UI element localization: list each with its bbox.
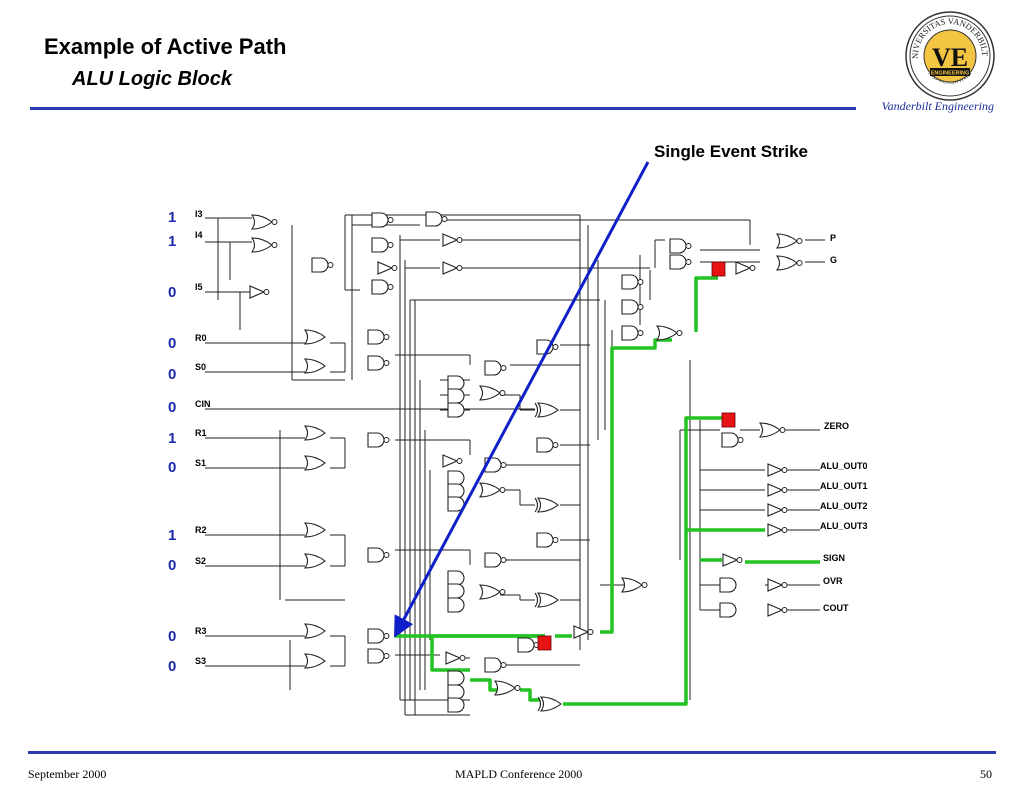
input-value: 0 — [168, 335, 177, 352]
svg-text:ENGINEERING: ENGINEERING — [931, 71, 970, 77]
input-label: S2 — [195, 556, 207, 566]
input-label: I5 — [195, 282, 203, 292]
input-value: 0 — [168, 628, 177, 645]
input-label: CIN — [195, 399, 211, 409]
brand-text: Vanderbilt Engineering — [881, 99, 994, 113]
university-seal-logo: UNIVERSITAS VANDERBILTIA MDCCCLXXIII VE … — [904, 10, 995, 101]
input-value: 1 — [168, 430, 177, 447]
input-value: 0 — [168, 658, 177, 675]
footer-conference: MAPLD Conference 2000 — [455, 767, 583, 781]
fault-marker — [711, 261, 726, 277]
active-path-highlight — [395, 276, 820, 706]
footer-divider — [28, 751, 996, 754]
input-label: S1 — [195, 458, 207, 468]
input-label: R2 — [195, 525, 207, 535]
slide-subtitle: ALU Logic Block — [72, 68, 233, 90]
strike-arrow — [394, 161, 650, 638]
footer-date: September 2000 — [28, 767, 107, 781]
output-label: P — [830, 233, 837, 243]
input-value: 1 — [168, 233, 177, 250]
input-label: S3 — [195, 656, 207, 666]
output-label: ZERO — [824, 421, 850, 431]
input-value: 0 — [168, 399, 177, 416]
input-label: S0 — [195, 362, 207, 372]
output-label: COUT — [823, 603, 849, 613]
input-label: R3 — [195, 626, 207, 636]
circuit-wires — [205, 214, 825, 716]
input-label: I3 — [195, 209, 203, 219]
output-label: G — [830, 255, 838, 265]
input-value: 0 — [168, 366, 177, 383]
input-value: 0 — [168, 459, 177, 476]
output-label: SIGN — [823, 553, 846, 563]
header-divider — [30, 107, 856, 110]
input-value: 1 — [168, 527, 177, 544]
fault-marker — [537, 635, 552, 651]
page-number: 50 — [980, 767, 992, 781]
input-label: I4 — [195, 230, 203, 240]
input-value: 0 — [168, 557, 177, 574]
strike-label: Single Event Strike — [654, 142, 808, 161]
svg-text:VE: VE — [932, 43, 968, 72]
output-label: ALU_OUT2 — [820, 501, 868, 511]
output-label: OVR — [823, 576, 843, 586]
slide-title: Example of Active Path — [44, 34, 287, 59]
output-label: ALU_OUT1 — [820, 481, 868, 491]
output-label: ALU_OUT3 — [820, 521, 868, 531]
input-value: 1 — [168, 209, 177, 226]
output-label: ALU_OUT0 — [820, 461, 868, 471]
fault-marker — [721, 412, 736, 428]
input-label: R1 — [195, 428, 207, 438]
fault-markers — [537, 261, 736, 651]
input-label: R0 — [195, 333, 207, 343]
input-value: 0 — [168, 284, 177, 301]
